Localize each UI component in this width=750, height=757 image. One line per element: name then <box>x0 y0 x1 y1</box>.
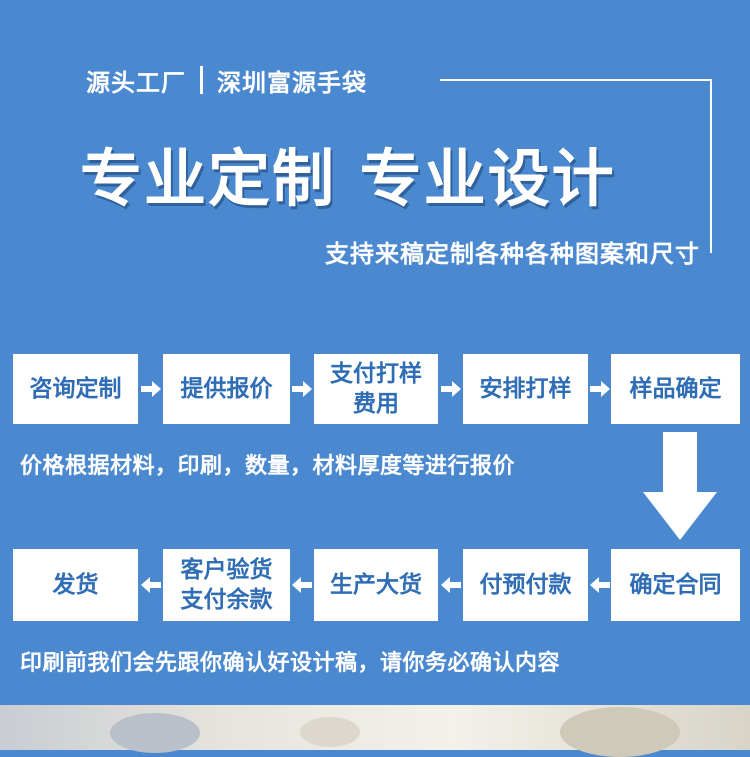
brand-separator <box>200 66 203 94</box>
arrow-right-icon <box>441 381 461 397</box>
step-mass-production: 生产大货 <box>314 549 438 621</box>
pricing-note: 价格根据材料，印刷，数量，材料厚度等进行报价 <box>20 454 516 479</box>
arrow-left-icon <box>590 577 610 593</box>
arrow-down-icon <box>643 432 717 540</box>
brand-factory: 源头工厂 <box>86 68 186 97</box>
arrow-right-icon <box>141 381 161 397</box>
arrow-right-icon <box>590 381 610 397</box>
step-ship: 发货 <box>13 549 138 621</box>
step-prepayment: 付预付款 <box>463 549 588 621</box>
brand-line: 源头工厂 深圳富源手袋 <box>86 62 367 98</box>
step-consult: 咨询定制 <box>13 354 138 424</box>
arrow-right-icon <box>292 381 312 397</box>
brand-company: 深圳富源手袋 <box>217 68 367 97</box>
arrow-left-icon <box>292 577 312 593</box>
step-arrange-sample: 安排打样 <box>463 354 588 424</box>
arrow-left-icon <box>441 577 461 593</box>
design-confirm-note: 印刷前我们会先跟你确认好设计稿，请你务必确认内容 <box>20 651 561 676</box>
step-quote: 提供报价 <box>163 354 290 424</box>
bottom-photo-strip <box>0 705 750 757</box>
step-sample-fee: 支付打样 费用 <box>314 354 438 424</box>
arrow-left-icon <box>141 577 161 593</box>
step-sample-confirm: 样品确定 <box>611 354 740 424</box>
subline: 支持来稿定制各种各种图案和尺寸 <box>325 240 700 268</box>
headline: 专业定制 专业设计 <box>80 142 616 215</box>
frame-line-top <box>440 79 712 81</box>
step-inspect-pay-balance: 客户验货 支付余款 <box>163 549 290 621</box>
frame-line-right <box>710 79 712 253</box>
step-contract: 确定合同 <box>611 549 740 621</box>
